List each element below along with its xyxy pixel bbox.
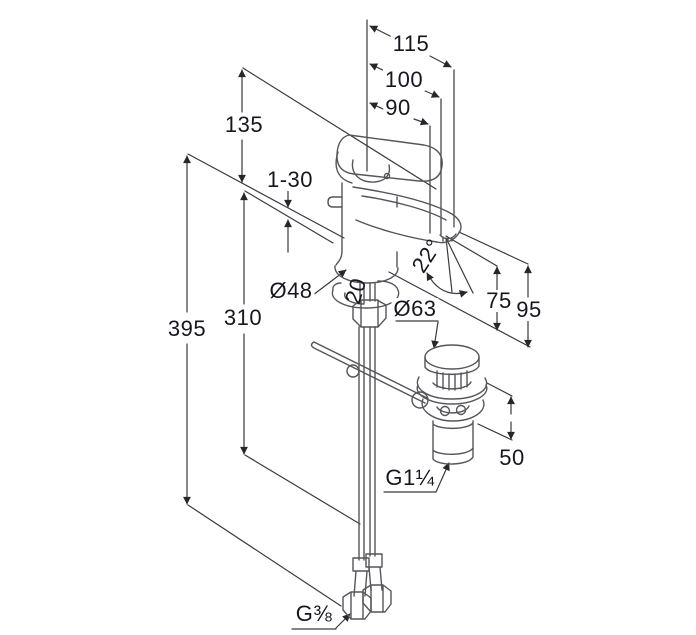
ext-outlet-to-75 [445,235,498,267]
faucet-artwork [310,134,488,620]
dim-90-label: 90 [383,95,413,120]
ext-310-to-pipe [244,454,361,525]
dim-115-label: 115 [390,31,432,56]
leader-dia48 [312,269,347,296]
spout-lower-edge [355,219,438,243]
dim-395-label: 395 [165,316,209,341]
ext-deck-bottom-oblique-left [244,190,334,244]
threaded-shank [359,282,376,304]
dim-95-label: 95 [514,297,544,322]
drain-flange-lower [416,384,488,405]
thread-g114-label: G1¼ [383,465,437,490]
drain-basket-slots [432,370,472,391]
lever-inner-curve [351,159,391,183]
drain-cap [424,344,480,370]
leader-g114 [435,462,450,493]
dim-100-right [422,89,440,98]
body-base-ellipse [334,265,399,284]
drain-flange-outer [416,376,488,400]
pop-up-rod [310,341,428,404]
dim-115-right [429,55,452,68]
horseshoe-washer [331,280,400,309]
dim-90-left [369,102,384,110]
dim-1-30-label: 1-30 [264,167,316,192]
dim-90-right [413,117,429,126]
dia-63-label: Ø63 [391,296,439,321]
ext-spout-to-95 [458,231,529,265]
left-hose-nut [342,591,372,620]
aerator-outlet [439,233,457,243]
lever-detail-dot [383,172,391,180]
drain-mechanism-ball-right [455,404,467,416]
right-hose-nut [362,584,392,613]
angle-slanted-leg [445,237,474,294]
lever-front-edge [335,151,353,184]
drain-body-inner [436,405,470,414]
lever-top-face [336,134,443,182]
drain-mechanism-ball-left [439,405,451,417]
mounting-nut [352,299,387,328]
angle-22-arc [426,272,468,298]
ext-drain-top-to-50 [486,382,513,397]
ext-deck-bottom-oblique-right [388,271,531,348]
ext-deck-top-oblique [187,153,345,239]
dim-310-label: 310 [221,305,265,330]
washer-tab [332,282,342,291]
dim-75-label: 75 [484,288,514,313]
body-side-tab [327,196,343,208]
body-left-edge [335,182,343,266]
leader-dia63 [431,321,439,349]
leader-g38 [335,613,351,629]
spout-inner-edge [361,195,447,221]
spout-upper-edge [352,186,462,234]
drain-tailpipe [432,420,474,465]
dim-135-label: 135 [222,112,266,137]
thread-g38-label: G⅜ [293,601,335,626]
dimension-lines [183,25,532,629]
drain-cap-side [424,356,480,376]
dia-48-label: Ø48 [267,278,315,303]
drain-body-ring [421,398,485,422]
dim-50-label: 50 [497,445,527,470]
ext-395-to-hose-end [187,504,342,607]
ext-135-to-lever [242,67,437,190]
dim-115-left [369,25,395,39]
supply-pipes [358,326,376,561]
angle-vertical-leg [445,237,453,293]
dim-100-label: 100 [382,67,426,92]
extension-lines [187,19,531,630]
spout-tip-face [436,232,460,244]
ext-drain-bottom-to-50 [477,423,513,441]
rod-pivot-ball [346,364,360,378]
